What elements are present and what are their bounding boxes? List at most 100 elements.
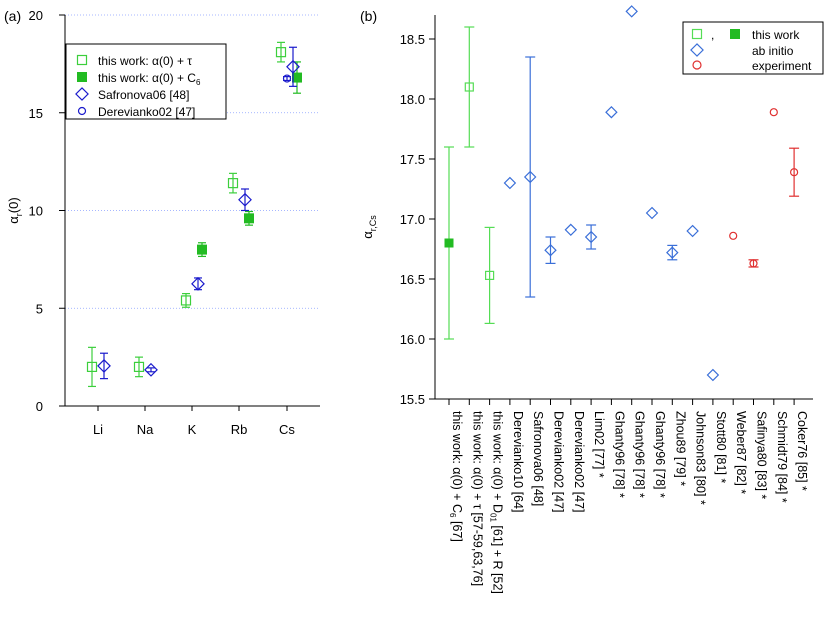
y-tick-label: 10 <box>29 204 43 219</box>
data-point <box>749 259 758 268</box>
data-point <box>244 213 254 224</box>
x-tick-label: Weber87 [82] * <box>734 411 748 494</box>
legend-label: experiment <box>752 59 812 73</box>
y-axis-label: αr(0) <box>6 197 24 223</box>
x-tick-label: Na <box>137 422 154 437</box>
data-point <box>769 108 778 117</box>
y-tick-label: 16.5 <box>400 272 425 287</box>
y-tick-label: 18.0 <box>400 92 425 107</box>
data-point <box>729 231 738 240</box>
y-axis-label: αr,Cs <box>360 215 378 239</box>
y-tick-label: 18.5 <box>400 32 425 47</box>
x-tick-label: Li <box>93 422 103 437</box>
y-tick-label: 17.5 <box>400 152 425 167</box>
x-tick-label: this work: α(0) + C6 [67] <box>448 411 464 542</box>
data-point <box>180 295 192 306</box>
series-1 <box>197 61 302 258</box>
x-tick-label: Stott80 [81] * <box>714 411 728 483</box>
x-tick-label: Safronova06 [48] <box>531 411 545 506</box>
legend-label: Safronova06 [48] <box>98 88 189 102</box>
data-point <box>789 168 799 177</box>
x-tick-label: Safinya80 [83] * <box>755 411 769 499</box>
data-point <box>523 170 537 184</box>
data-point <box>584 230 598 244</box>
error-bar <box>229 172 237 194</box>
legend-box <box>65 43 227 120</box>
x-tick-label: this work: α(0) + τ [57-59,63,76] <box>470 411 484 586</box>
x-tick-label: Zhou89 [79] * <box>673 411 687 486</box>
x-tick-label: Ghanty96 [78] * <box>633 411 647 498</box>
data-point <box>97 358 111 373</box>
legend-marker <box>77 72 87 82</box>
x-tick-label: Schmidt79 [84] * <box>775 411 789 503</box>
data-point <box>286 59 300 74</box>
panel-label-a: (a) <box>4 8 21 24</box>
legend-separator: , <box>711 28 714 42</box>
error-bar <box>147 367 155 373</box>
y-tick-label: 15.5 <box>400 392 425 407</box>
legend-marker <box>691 28 703 40</box>
legend-marker <box>690 43 704 57</box>
data-point <box>625 5 638 18</box>
x-tick-label: Johnson83 [80] * <box>694 411 708 505</box>
legend-label: Derevianko02 [47] <box>98 105 195 119</box>
data-point <box>282 74 292 83</box>
legend-marker <box>75 87 89 101</box>
x-tick-label: Derevianko02 [47] <box>552 411 566 512</box>
legend-marker <box>77 106 87 116</box>
data-point <box>605 105 618 119</box>
x-tick-label: Coker76 [85] * <box>795 411 809 491</box>
legend-label: this work: α(0) + τ <box>98 54 192 68</box>
legend-marker <box>730 29 740 39</box>
data-point <box>503 176 517 190</box>
data-point <box>238 192 252 207</box>
data-point <box>645 206 659 220</box>
panel-label-b: (b) <box>360 8 377 24</box>
chart-b: 15.5 16.0 16.5 17.0 17.5 18.0 18.5 this work: α… <box>360 5 824 594</box>
y-tick-label: 17.0 <box>400 212 425 227</box>
data-point <box>133 361 145 372</box>
error-bar <box>135 356 143 378</box>
legend-label: this work <box>752 28 800 42</box>
x-tick-label: Ghanty96 [78] * <box>612 411 626 498</box>
data-point <box>686 224 699 238</box>
error-bar <box>545 236 556 264</box>
error-bar <box>277 41 285 63</box>
error-bar <box>88 346 96 388</box>
data-point <box>227 178 239 189</box>
data-point <box>144 362 158 377</box>
x-tick-label: K <box>188 422 197 437</box>
error-bar <box>100 352 108 380</box>
x-tick-label: Ghanty96 [78] * <box>653 411 667 498</box>
series-3 <box>282 74 292 83</box>
x-tick-label: Derevianko10 [64] <box>511 411 525 512</box>
data-point <box>464 82 474 92</box>
data-point <box>275 47 287 58</box>
y-tick-label: 16.0 <box>400 332 425 347</box>
legend-marker <box>692 60 702 70</box>
error-bar <box>586 224 597 250</box>
x-tick-label: Cs <box>279 422 295 437</box>
series-0 <box>86 41 287 388</box>
data-point <box>197 244 207 255</box>
y-tick-label: 20 <box>29 8 43 23</box>
x-tick-label: this work: α(0) + D01 [61] + R [52] <box>489 411 505 594</box>
data-point <box>191 276 205 291</box>
data-point <box>86 361 98 372</box>
legend-label: ab initio <box>752 44 794 58</box>
data-point <box>544 243 557 257</box>
data-point <box>666 246 679 259</box>
data-point <box>485 270 495 280</box>
x-tick-label: Lim02 [77] * <box>592 411 606 478</box>
x-tick-label: Derevianko02 [47] <box>572 411 586 512</box>
legend-box <box>682 21 824 75</box>
series-b <box>444 5 800 382</box>
legend-label: this work: α(0) + C6 <box>98 71 201 87</box>
error-bar <box>525 56 536 298</box>
y-tick-label: 0 <box>36 399 43 414</box>
y-tick-label: 15 <box>29 106 43 121</box>
error-bar <box>789 147 800 197</box>
error-bar <box>484 226 495 324</box>
